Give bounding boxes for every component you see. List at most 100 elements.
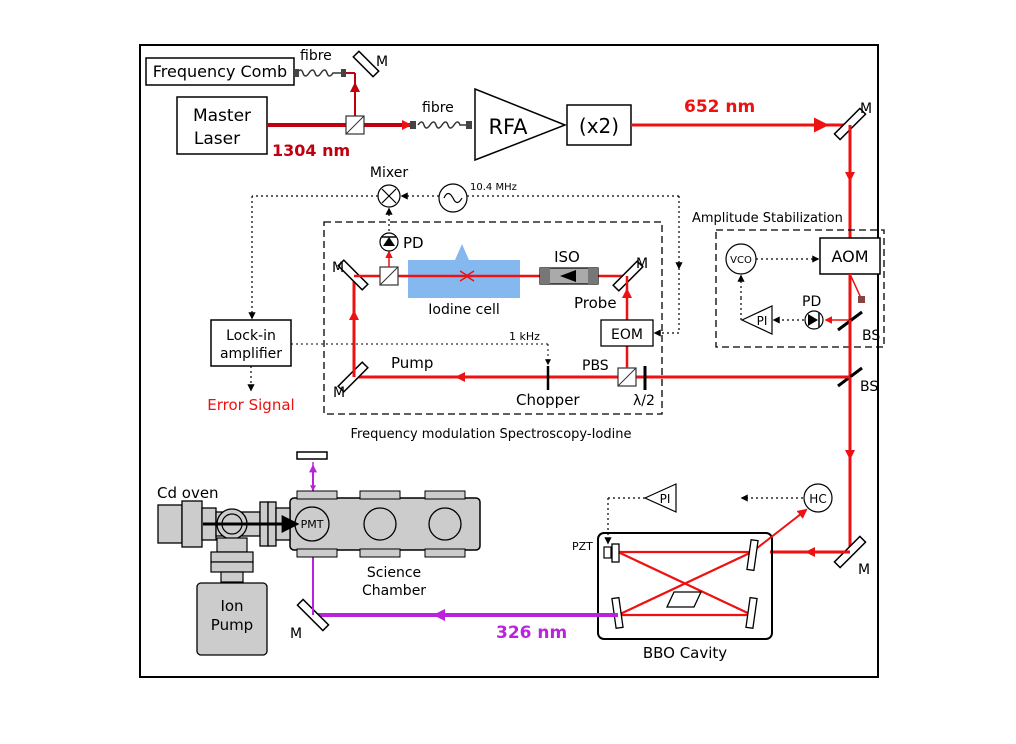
wavelength-652-label: 652 nm	[684, 97, 755, 117]
beam-splitter-cube-pd	[379, 266, 399, 286]
cavity-mirror-bl	[611, 596, 624, 630]
pd-fm: PD	[379, 232, 424, 252]
iso-label: ISO	[554, 248, 580, 266]
wavelength-1304-label: 1304 nm	[272, 141, 350, 160]
mirror-fm-top-right: M	[612, 256, 648, 292]
ion-pump-label-2: Pump	[211, 616, 253, 634]
isolator: ISO	[539, 248, 599, 285]
cd-oven: Cd oven	[157, 484, 300, 583]
probe-label: Probe	[574, 294, 617, 312]
chopper: Chopper	[516, 366, 580, 409]
half-wave-label: λ/2	[633, 393, 655, 409]
science-label-1: Science	[367, 565, 421, 581]
beam-aom-diffracted	[849, 273, 862, 299]
cd-oven-label: Cd oven	[157, 484, 219, 502]
mirror-top: M	[352, 50, 388, 78]
cavity-mirror-tl	[611, 543, 620, 563]
bbo-cavity-box	[597, 532, 773, 640]
pump-label: Pump	[391, 354, 433, 372]
ion-pump-label-1: Ion	[220, 597, 243, 615]
eom-label: EOM	[611, 327, 643, 343]
fm-spectroscopy-label: Frequency modulation Spectroscopy-Iodine	[351, 427, 632, 442]
amp-stab-label: Amplitude Stabilization	[692, 211, 843, 226]
mirror-top-label: M	[376, 54, 388, 70]
iodine-cell-label: Iodine cell	[428, 302, 500, 318]
mirror-bl-label: M	[290, 626, 302, 642]
master-laser-label-2: Laser	[194, 129, 240, 149]
bbo-cavity-label: BBO Cavity	[643, 644, 727, 662]
mirror-bottom-left: M	[290, 598, 330, 642]
fm-box	[323, 221, 663, 415]
frequency-comb-label: Frequency Comb	[153, 62, 287, 81]
fibre-mid-coil	[417, 121, 470, 129]
mirror-fm-top-left: M	[332, 259, 369, 291]
pbs-label: PBS	[582, 358, 609, 374]
vco-label: VCO	[730, 255, 752, 266]
cavity-mirror-tr	[746, 538, 759, 572]
science-label-2: Chamber	[362, 583, 426, 599]
eom: EOM	[600, 319, 654, 347]
ion-pump: Ion Pump	[196, 582, 268, 656]
pd-amp-stab: PD	[802, 294, 824, 330]
doubler: (x2)	[566, 104, 632, 146]
hc: HC	[803, 483, 833, 513]
mixer-label: Mixer	[370, 165, 408, 181]
amp-stab-box	[715, 229, 885, 348]
hc-label: HC	[809, 492, 826, 506]
beam-to-hc	[751, 508, 808, 553]
science-chamber: PMT Science Chamber	[289, 490, 481, 599]
aom: AOM	[819, 237, 881, 275]
doubler-label: (x2)	[579, 114, 619, 138]
pbs-cube: PBS	[582, 358, 637, 387]
frequency-comb: Frequency Comb	[145, 57, 295, 86]
bs-upper-label: BS	[862, 328, 880, 344]
half-wave-plate: λ/2	[633, 366, 655, 409]
mirror-fm-bl-label: M	[333, 385, 345, 401]
chop-freq-label: 1 kHz	[509, 330, 540, 343]
pzt-label: PZT	[572, 540, 593, 553]
error-signal-label: Error Signal	[207, 396, 294, 414]
rfa-amplifier: RFA	[474, 87, 568, 162]
pi-amp-label: PI	[757, 314, 768, 328]
mixer: Mixer	[370, 165, 408, 208]
pi-cavity-label: PI	[660, 492, 671, 506]
fibre-top-label: fibre	[300, 48, 332, 64]
master-laser-label-1: Master	[193, 106, 251, 126]
pi-amp-stab: PI	[740, 305, 773, 335]
master-laser: Master Laser	[176, 96, 268, 155]
mirror-fm-tl-label: M	[332, 260, 344, 276]
bs-lower-label: BS	[860, 379, 878, 395]
vco: VCO	[725, 243, 757, 275]
iodine-cell: Iodine cell	[408, 244, 520, 318]
lock-in-amplifier: Lock-in amplifier	[210, 319, 292, 367]
rfa-label: RFA	[488, 115, 528, 139]
pi-cavity: PI	[643, 483, 677, 513]
rf-source: 10.4 MHz	[438, 182, 517, 213]
mirror-top-right-label: M	[860, 101, 872, 117]
mirror-top-right: M	[833, 101, 872, 141]
cavity-beam	[617, 550, 753, 617]
beam-up-arrow	[350, 82, 360, 92]
pd-fm-label: PD	[403, 234, 424, 252]
aom-label: AOM	[831, 247, 868, 266]
chopper-label: Chopper	[516, 391, 580, 409]
mirror-fm-bottom-left: M	[333, 361, 369, 401]
wavelength-326-label: 326 nm	[496, 623, 567, 643]
top-window-mirror	[296, 451, 328, 460]
outer-frame	[139, 44, 879, 678]
lock-in-label-2: amplifier	[220, 346, 282, 362]
mirror-br-label: M	[858, 562, 870, 578]
cavity-mirror-br	[745, 596, 758, 630]
pzt	[603, 546, 612, 559]
pmt-label: PMT	[301, 518, 324, 531]
fibre-mid-label: fibre	[422, 100, 454, 116]
beam-dump	[858, 296, 865, 303]
pd-amp-label: PD	[802, 294, 821, 310]
lock-in-label-1: Lock-in	[226, 328, 276, 344]
fibre-top-coil	[296, 69, 345, 77]
beam-splitter-cube-top	[345, 115, 365, 135]
bbo-crystal	[665, 591, 703, 608]
rf-freq-label: 10.4 MHz	[470, 182, 517, 193]
mirror-fm-tr-label: M	[636, 256, 648, 272]
